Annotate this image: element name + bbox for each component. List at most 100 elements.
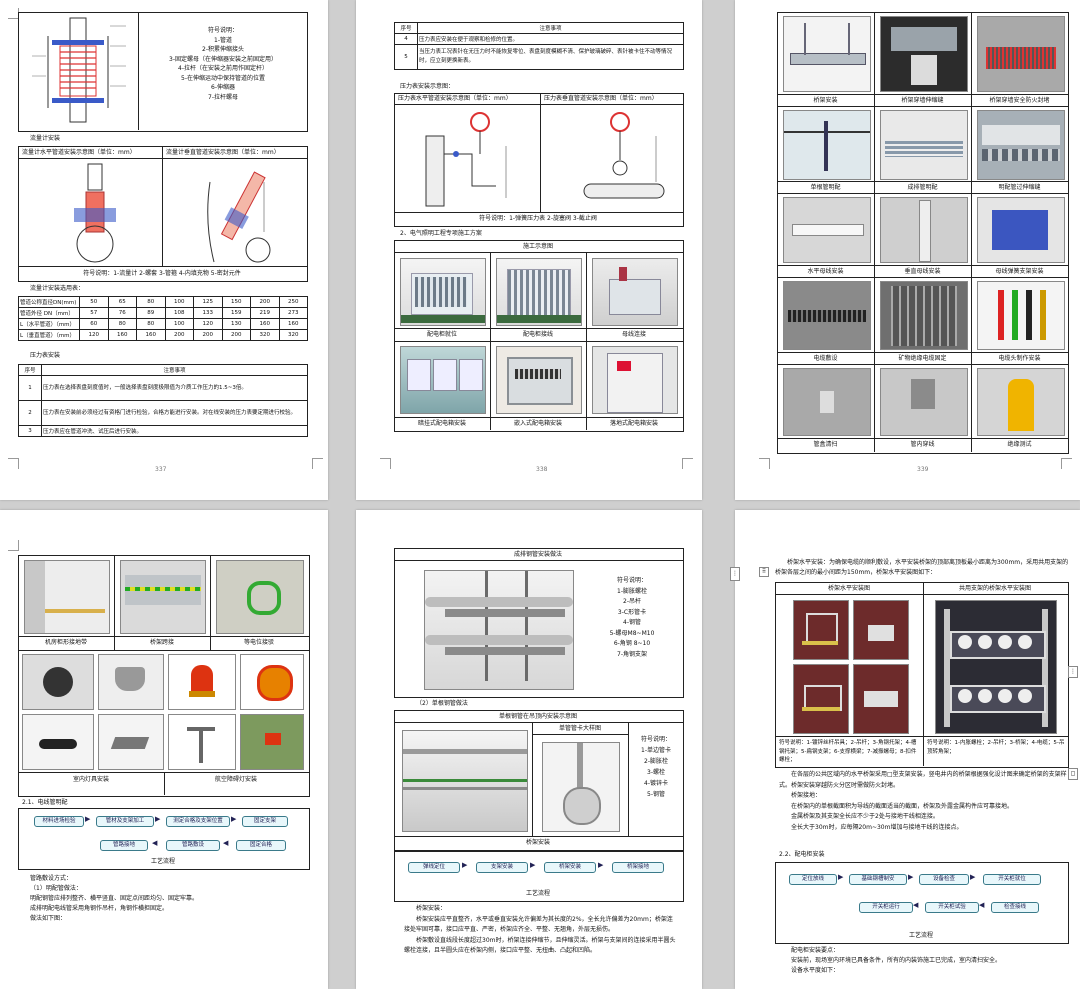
photo-label: 机房柜形接地带 [44, 639, 87, 646]
tray-head-left: 桥架水平安装图 [827, 585, 870, 592]
photo-cable-head [977, 281, 1065, 350]
switchgear-wiring-photo [496, 258, 582, 326]
photo-insulation-test [977, 368, 1065, 436]
pressure-caption: 符号说明：1-弹簧压力表 2-旋塞阀 3-截止阀 [479, 215, 597, 222]
single-conduit-head: 单根钢管在吊顶内安装示意图 [498, 713, 577, 720]
pressure-vertical-figure [583, 112, 665, 199]
grounding-photo-table [18, 555, 310, 797]
tray-render-4 [853, 664, 909, 734]
photo-label: 管盒清扫 [813, 441, 838, 448]
collapse-handle-icon[interactable]: ⋮ [730, 567, 740, 581]
flow-step: 开关柜就位 [983, 874, 1041, 885]
arrow-icon: ◀ [979, 901, 985, 909]
move-handle-icon[interactable]: ⠿ [759, 567, 769, 577]
photo-label: 绝缘测试 [1007, 441, 1032, 448]
tray-body: 在各层的公共区域内的水平桥架采用□型支架安装，竖电井内的桥架根据强化设计图来确定… [779, 771, 1067, 831]
flow-meter-box [18, 146, 308, 282]
flow-step: 材料进场检验 [34, 816, 84, 827]
photo-label: 配电柜就位 [426, 331, 457, 338]
pressure-figure-box [394, 93, 684, 227]
flow-caption: 工艺流程 [150, 858, 175, 865]
elec-photo-head: 施工示意图 [522, 243, 553, 250]
comment-marker-icon[interactable]: ◻ [1068, 768, 1078, 780]
photo-label: 垂直母线安装 [904, 268, 941, 275]
tray-legend-left: 符号说明：1-镀锌丝杆吊具；2-吊杆；3-角钢托架；4-槽钢托架；5-扁钢支架；… [779, 740, 917, 763]
elec-section-title: 2、电气照明工程专项施工方案 [400, 230, 482, 237]
tray-body-text: 桥架安装： 桥架安装应平直整齐，水平或垂直安装允许偏差为其长度的2%，全长允许偏… [404, 905, 676, 954]
page-340: 机房柜形接地带 桥架跨接 等电位接驳 室内灯具安装 航空障碍灯安装 2.1、电线… [0, 510, 328, 989]
photo-label: 桥架穿墙伸缩缝 [901, 97, 944, 104]
pressure-section-title: 压力表安装 [30, 352, 61, 359]
photo-label: 单根管明配 [810, 184, 841, 191]
multi-conduit-box [394, 548, 684, 698]
photo-busway-v [880, 197, 968, 263]
flow-select-title: 流量计安装选用表： [30, 285, 85, 292]
pressure-head-left: 压力表水平管道安装示意图（单位：mm） [398, 95, 512, 102]
recessed-box-photo [496, 346, 582, 414]
flow-step: 检查接线 [991, 902, 1039, 913]
photo-obstruction-light-2 [240, 654, 304, 710]
section-flow-title: 流量计安装 [30, 135, 61, 142]
photo-tray-bond [120, 560, 206, 634]
pipe-text: 管路敷设方式：（1）明配管做法：明配钢管应排列整齐、横平竖直、固定点间距均匀、固… [30, 875, 199, 922]
floor-box-photo [592, 346, 678, 414]
photo-light-1 [22, 654, 94, 710]
flow-step: 设备检查 [919, 874, 969, 885]
photo-cable-laying [783, 281, 871, 350]
photo-label: 水平母线安装 [807, 268, 844, 275]
switchgear-flow-box [775, 862, 1069, 944]
pressure-head-right: 压力表垂直管道安装示意图（单位：mm） [544, 95, 658, 102]
page-339: 桥架安装 桥架穿墙伸缩缝 桥架穿墙安全防火封堵 单根管明配 成排管明配 明配管过… [735, 0, 1080, 500]
photo-label: 暗挂式配电箱安装 [417, 420, 466, 427]
flow-step: 开关柜试验 [925, 902, 979, 913]
arrow-icon: ◀ [152, 839, 158, 847]
expansion-joint-box [18, 12, 308, 132]
photo-light-2 [98, 654, 164, 710]
multi-conduit-render [424, 570, 574, 690]
photo-light-4 [98, 714, 164, 770]
tray-intro: 桥架水平安装：为确保电缆的顺利敷设，水平安装桥架的顶部离顶板最小距离为300mm… [775, 559, 1069, 576]
tray-flow-box [394, 850, 684, 902]
flow-head-right: 流量计垂直管道安装示意图（单位：mm） [166, 149, 280, 156]
single-section-title: （2）单根钢管做法 [416, 700, 468, 707]
arrow-icon: ▶ [231, 815, 237, 823]
photo-label: 落地式配电箱安装 [609, 420, 658, 427]
photo-label: 桥架安装 [813, 97, 838, 104]
flow-step: 支架安装 [476, 862, 528, 873]
arrow-icon: ▶ [838, 873, 844, 881]
page-342: 桥架水平安装：为确保电缆的顺利敷设，水平安装桥架的顶部离顶板最小距离为300mm… [735, 510, 1080, 989]
photo-label: 明配管过伸缩缝 [998, 184, 1041, 191]
photo-equipotential [216, 560, 304, 634]
photo-label: 室内灯具安装 [72, 776, 109, 783]
photo-tray [783, 16, 871, 92]
comment-marker-icon[interactable]: ⋮ [1068, 666, 1078, 678]
arrow-icon: ◀ [913, 901, 919, 909]
photo-mineral-cable [880, 281, 968, 350]
flow-caption: 工艺流程 [908, 932, 933, 939]
single-conduit-render [402, 730, 528, 832]
photo-label: 配电柜接线 [522, 331, 553, 338]
flow-meter-horizontal-figure [74, 163, 116, 263]
flow-step: 管路接地 [100, 840, 148, 851]
pressure-install-title: 压力表安装示意图： [400, 83, 455, 90]
switchgear-section-title: 2.2、配电柜安装 [779, 851, 825, 858]
photo-box-cleaning [783, 368, 871, 436]
flow-head-left: 流量计水平管道安装示意图（单位：mm） [22, 149, 136, 156]
photo-label: 等电位接驳 [243, 639, 274, 646]
page-number: 339 [917, 466, 929, 473]
flow-step: 管路敷设 [166, 840, 220, 851]
flow-step: 测定合格及支架位置 [166, 816, 230, 827]
photo-busway-spring [977, 197, 1065, 263]
arrow-icon: ▶ [530, 861, 536, 869]
